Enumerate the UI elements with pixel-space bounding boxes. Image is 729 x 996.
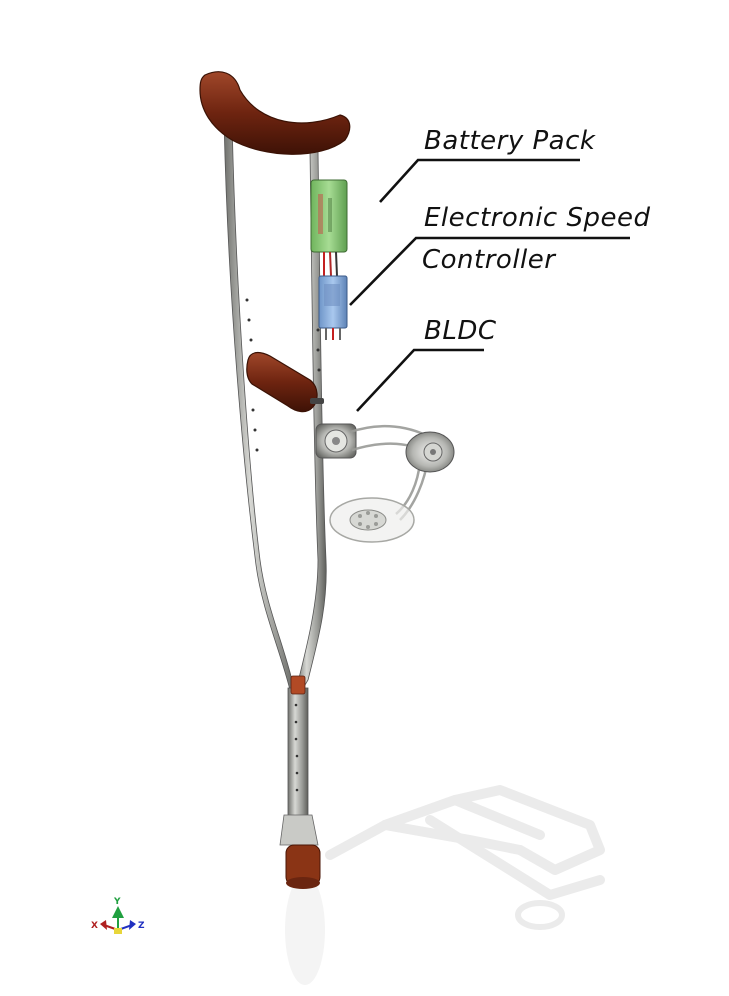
axis-x-label: X (91, 921, 98, 931)
bldc-motor (315, 423, 357, 459)
battery-wires (323, 251, 338, 277)
esc-leader (349, 236, 630, 306)
rubber-tip-base (286, 877, 320, 889)
extension-holes (294, 703, 299, 792)
floor-shadow (325, 785, 605, 930)
axis-y-label: Y (113, 897, 121, 907)
underarm-pad (199, 71, 351, 155)
axis-z-label: Z (138, 921, 145, 931)
ferrule (279, 814, 319, 846)
battery-pack-label: Battery Pack (424, 126, 596, 156)
tip-shadow (285, 875, 325, 985)
extension-tube (287, 687, 309, 819)
bldc-leader (356, 348, 484, 412)
side-motor (405, 431, 455, 473)
bldc-label: BLDC (424, 316, 497, 346)
hand-grip (246, 351, 318, 413)
esc-part (318, 275, 348, 340)
battery-leader (379, 158, 580, 203)
lock-clip (290, 675, 306, 695)
battery-pack-part (310, 179, 348, 253)
esc-label-line2: Controller (422, 245, 556, 275)
wheel-disc (329, 497, 415, 543)
axis-triad: Y X Z (91, 897, 145, 934)
callout-leaders (349, 158, 630, 412)
rail-holes (245, 298, 321, 452)
esc-label-line1: Electronic Speed (424, 203, 651, 233)
grip-bolt (310, 398, 324, 404)
